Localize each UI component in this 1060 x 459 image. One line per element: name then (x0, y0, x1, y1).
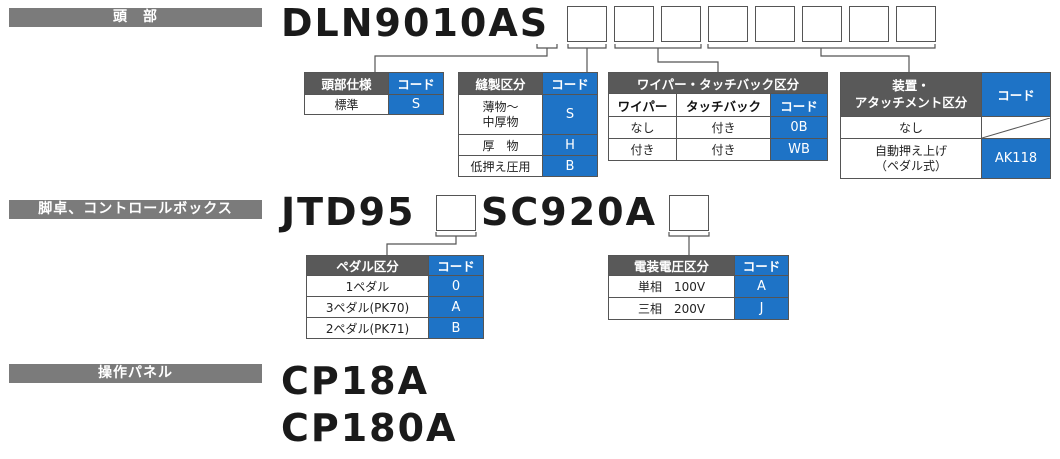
header-pedal-type: ペダル区分 (306, 255, 429, 276)
row-label: 薄物～ 中厚物 (458, 94, 543, 135)
row-label: 2ペダル(PK71) (306, 317, 429, 339)
diagonal-slash-icon (982, 117, 1050, 138)
header-touchback: タッチバック (676, 93, 771, 117)
code-box-7 (849, 6, 889, 42)
code-box-pedal (436, 195, 476, 231)
row-code: B (542, 155, 598, 177)
section-label-head: 頭 部 (9, 8, 262, 27)
code-box-voltage (669, 195, 709, 231)
code-box-4 (708, 6, 748, 42)
table-device: 装置・ アタッチメント区分 コード なし 自動押え上げ （ペダル式） AK118 (840, 72, 1051, 179)
row-touchback: 付き (676, 116, 771, 139)
row-code-empty (981, 116, 1051, 139)
code-box-5 (755, 6, 795, 42)
model-pedal-b: SC920A (481, 190, 657, 234)
row-label: 単相 100V (608, 275, 735, 298)
row-label: 標準 (304, 94, 389, 115)
table-sewing: 縫製区分 コード 薄物～ 中厚物 S 厚 物 H 低押え圧用 B (458, 72, 598, 177)
header-wiper-title: ワイパー・タッチバック区分 (608, 72, 828, 94)
row-label: 3ペダル(PK70) (306, 296, 429, 318)
header-code: コード (981, 72, 1051, 117)
code-box-2 (614, 6, 654, 42)
code-box-6 (802, 6, 842, 42)
row-code: A (428, 296, 484, 318)
row-wiper: なし (608, 116, 677, 139)
model-head: DLN9010AS (281, 1, 550, 45)
header-code: コード (542, 72, 598, 95)
code-box-1 (567, 6, 607, 42)
model-pedal-a: JTD95 (281, 190, 416, 234)
row-code: 0B (770, 116, 828, 139)
header-code: コード (388, 72, 444, 95)
row-code: WB (770, 138, 828, 161)
table-wiper: ワイパー・タッチバック区分 ワイパー タッチバック コード なし 付き 0B 付… (608, 72, 828, 161)
header-head-spec: 頭部仕様 (304, 72, 389, 95)
row-code: S (542, 94, 598, 135)
header-voltage: 電装電圧区分 (608, 255, 735, 276)
row-code: B (428, 317, 484, 339)
header-code: コード (734, 255, 789, 276)
header-code: コード (428, 255, 484, 276)
row-label: 1ペダル (306, 275, 429, 297)
row-label: なし (840, 116, 982, 139)
row-label: 厚 物 (458, 134, 543, 156)
section-label-pedal: 脚卓、コントロールボックス (9, 200, 262, 219)
table-pedal-type: ペダル区分 コード 1ペダル 0 3ペダル(PK70) A 2ペダル(PK71)… (306, 255, 484, 339)
header-wiper: ワイパー (608, 93, 677, 117)
row-code: 0 (428, 275, 484, 297)
code-box-8 (896, 6, 936, 42)
model-panel-2: CP180A (281, 406, 458, 450)
row-code: A (734, 275, 789, 298)
row-code: S (388, 94, 444, 115)
row-label: 低押え圧用 (458, 155, 543, 177)
table-head-spec: 頭部仕様 コード 標準 S (304, 72, 444, 115)
row-touchback: 付き (676, 138, 771, 161)
model-panel-1: CP18A (281, 359, 430, 403)
header-sewing: 縫製区分 (458, 72, 543, 95)
row-code: H (542, 134, 598, 156)
row-label: 三相 200V (608, 297, 735, 320)
code-box-3 (661, 6, 701, 42)
row-label: 自動押え上げ （ペダル式） (840, 138, 982, 179)
row-code: J (734, 297, 789, 320)
row-wiper: 付き (608, 138, 677, 161)
section-label-panel: 操作パネル (9, 364, 262, 383)
row-code: AK118 (981, 138, 1051, 179)
header-device: 装置・ アタッチメント区分 (840, 72, 982, 117)
table-voltage: 電装電圧区分 コード 単相 100V A 三相 200V J (608, 255, 789, 320)
header-code: コード (770, 93, 828, 117)
